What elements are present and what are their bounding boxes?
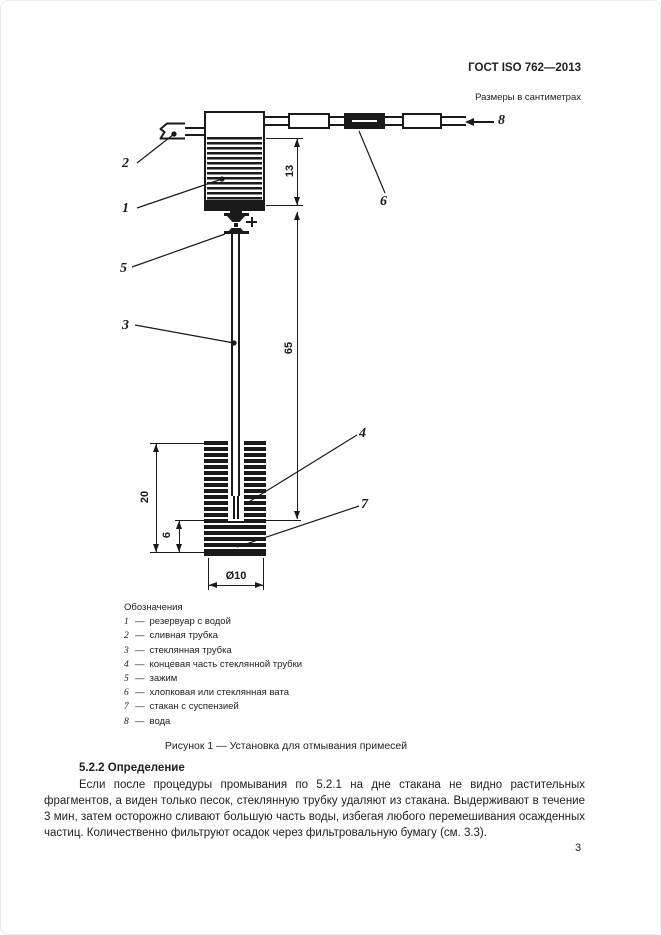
legend-item-label: стакан с суспензией	[149, 701, 239, 713]
legend-item: 5 — зажим	[124, 672, 302, 686]
legend-item-dash: —	[135, 715, 145, 727]
legend-item-num: 4	[124, 659, 129, 670]
dim-line-diameter	[209, 585, 263, 586]
arrowhead-up-icon	[176, 521, 182, 529]
part-label-1: 1	[122, 201, 129, 216]
dim-value-65: 65	[283, 341, 295, 355]
part-label-7: 7	[361, 497, 368, 512]
legend-item-dash: —	[135, 630, 145, 642]
legend-item-num: 6	[124, 688, 129, 699]
arrowhead-down-icon	[153, 544, 159, 552]
reservoir-bottom	[206, 200, 263, 209]
legend-item-num: 2	[124, 631, 129, 642]
water-inlet-arrow-line	[473, 121, 494, 123]
clamp-screw-handle	[251, 217, 253, 227]
legend-item-num: 3	[124, 645, 129, 656]
cotton-plug-highlight	[352, 120, 377, 122]
dim-value-20: 20	[139, 490, 151, 504]
ext-line	[150, 552, 204, 553]
water-hatch	[207, 137, 262, 202]
dim-value-13: 13	[284, 164, 296, 178]
clamp-center-dot	[234, 223, 238, 227]
ext-line	[175, 520, 205, 521]
page-number: 3	[575, 842, 582, 854]
tube-connector-right	[402, 113, 442, 129]
clamp-lower-jaw	[227, 223, 245, 233]
dim-line-6	[179, 521, 180, 552]
ext-line	[266, 205, 303, 206]
clamp-icon	[224, 213, 249, 216]
arrowhead-up-icon	[153, 444, 159, 452]
legend-item-dash: —	[135, 701, 145, 713]
arrowhead-right-icon	[255, 582, 263, 588]
legend-item-label: зажим	[149, 673, 178, 685]
legend-item-label: стеклянная трубка	[149, 644, 232, 656]
part-label-5: 5	[120, 261, 127, 276]
tube-connector-left	[288, 113, 330, 129]
ext-line	[266, 520, 301, 521]
legend-item-dash: —	[135, 616, 145, 628]
reservoir-outlet-stub	[230, 209, 242, 215]
legend-item-label: концевая часть стеклянной трубки	[149, 658, 303, 670]
legend-item-dash: —	[135, 687, 145, 699]
legend-item-label: сливная трубка	[149, 630, 218, 642]
legend-item-dash: —	[135, 658, 145, 670]
figure-caption: Рисунок 1 — Установка для отмывания прим…	[164, 740, 408, 752]
arrowhead-left-icon	[209, 582, 217, 588]
legend-item-num: 8	[124, 716, 129, 727]
doc-code: ГОСТ ISO 762—2013	[468, 62, 581, 74]
dim-line-20	[156, 444, 157, 552]
legend-item: 7 — стакан с суспензией	[124, 700, 302, 714]
dim-value-6: 6	[161, 531, 173, 539]
arrowhead-up-icon	[294, 212, 300, 220]
legend-item-label: резервуар с водой	[149, 616, 231, 628]
beaker-bottom	[204, 549, 266, 556]
glass-tube-tip	[233, 496, 239, 519]
arrowhead-down-icon	[176, 544, 182, 552]
dim-line-13	[297, 139, 298, 205]
water-inlet-arrowhead-icon	[465, 118, 474, 126]
ext-line	[263, 558, 264, 590]
legend-item-num: 1	[124, 617, 129, 628]
legend-item-dash: —	[135, 673, 145, 685]
figure-legend: Обозначения 1 — резервуар с водой 2 — сл…	[124, 601, 302, 729]
section-body: Если после процедуры промывания по 5.2.1…	[44, 779, 585, 839]
legend-item-label: вода	[149, 715, 171, 727]
part-label-8: 8	[498, 113, 505, 128]
legend-item: 4 — концевая часть стеклянной трубки	[124, 658, 302, 672]
units-note: Размеры в сантиметрах	[475, 92, 581, 103]
part-label-4: 4	[359, 426, 366, 441]
legend-item: 1 — резервуар с водой	[124, 615, 302, 629]
legend-item-label: хлопковая или стеклянная вата	[149, 687, 290, 699]
glass-tube	[231, 234, 240, 496]
legend-item: 2 — сливная трубка	[124, 629, 302, 643]
legend-item-num: 7	[124, 702, 129, 713]
legend-item-num: 5	[124, 674, 129, 685]
clamp-bottom-bar	[224, 231, 249, 234]
part-label-2: 2	[122, 156, 129, 171]
legend-item: 6 — хлопковая или стеклянная вата	[124, 686, 302, 700]
dim-value-diameter: Ø10	[225, 570, 247, 582]
ext-line	[208, 558, 209, 590]
legend-item-dash: —	[135, 644, 145, 656]
spout-end	[159, 122, 185, 140]
spout-tube	[183, 127, 205, 136]
legend-title: Обозначения	[124, 602, 183, 613]
clamp-upper-jaw	[227, 216, 245, 226]
part-label-6: 6	[380, 194, 387, 209]
section-heading: 5.2.2 Определение	[79, 762, 185, 774]
glass-tube-lower	[231, 441, 240, 496]
arrowhead-down-icon	[294, 511, 300, 519]
arrowhead-down-icon	[294, 197, 300, 205]
legend-item: 3 — стеклянная трубка	[124, 644, 302, 658]
ext-line	[266, 138, 303, 139]
ext-line	[150, 443, 204, 444]
dim-line-65	[297, 212, 298, 519]
legend-item: 8 — вода	[124, 715, 302, 729]
part-label-3: 3	[122, 318, 129, 333]
arrowhead-up-icon	[294, 139, 300, 147]
